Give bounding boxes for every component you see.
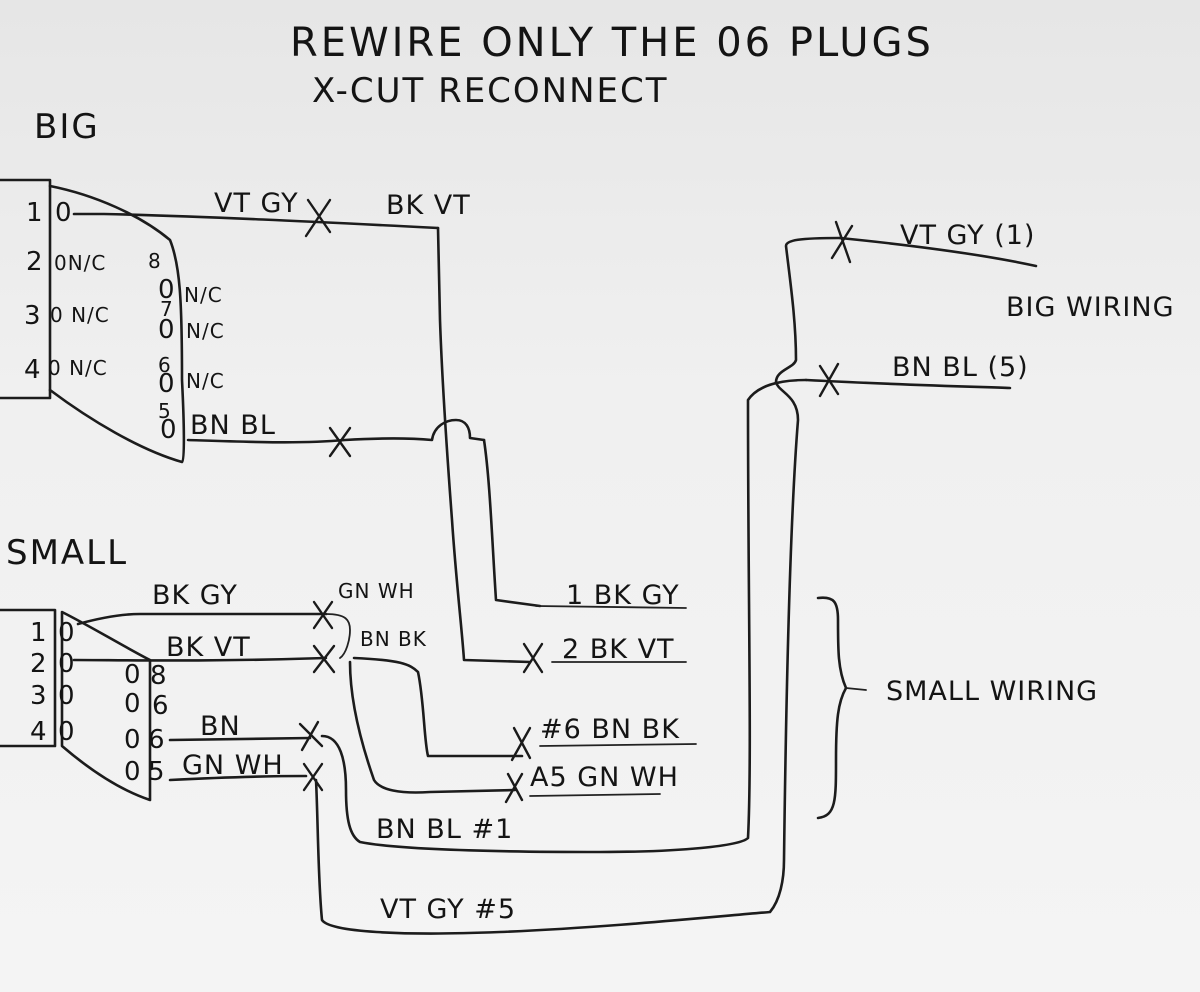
small-output-5-lead [529, 793, 661, 797]
small-pin2-wire-label: BK VT [166, 632, 251, 663]
big-wiring-output-1-label: VT GY (1) [900, 220, 1035, 251]
cut-mark-big-vtgy [304, 198, 332, 238]
small-right-pin-7-number: 6 [152, 691, 170, 721]
bnbl-run-to-1-bkgy [482, 438, 542, 608]
small-output-6-lead [539, 743, 697, 747]
cut-mark-small-output-2 [522, 642, 544, 674]
small-wiring-brace-tip [845, 687, 867, 691]
cut-mark-small-bkgy [312, 600, 334, 630]
diagram-title: REWIRE ONLY THE 06 PLUGS [290, 20, 934, 66]
small-left-pin-1-label: 0 [58, 618, 76, 648]
small-pin6-bn-wire [168, 736, 312, 742]
big-right-pin-7-number: 7 [160, 297, 174, 321]
big-left-pin-4-number: 4 [24, 355, 42, 385]
small-left-pin-4-label: 0 [58, 717, 76, 747]
small-output-2-label: 2 BK VT [562, 634, 675, 665]
small-pin1-bkgy-wire [76, 612, 328, 626]
small-left-pin-3-number: 3 [30, 681, 48, 711]
small-right-pin-8-mark: 0 [124, 660, 142, 690]
big-connector-plug-body [48, 184, 186, 464]
small-output-6-label: #6 BN BK [540, 714, 680, 745]
small-right-pin-5-number: 5 [148, 757, 166, 787]
big-right-pin-8-mark: 0 [158, 275, 176, 305]
big-right-pin-6-label: N/C [186, 369, 225, 393]
small-cut-bracket [325, 613, 351, 659]
vtgy-loop-label: VT GY #5 [380, 894, 516, 925]
big-pin5-bnbl-wire [186, 418, 486, 444]
small-pin1-cut-label: GN WH [338, 579, 415, 603]
big-right-pin-6-mark: 0 [158, 369, 176, 399]
big-right-pin-7-mark: 0 [158, 315, 176, 345]
cut-mark-small-bn [298, 720, 324, 752]
big-right-pin-5-number: 5 [158, 399, 172, 423]
big-wiring-group-label: BIG WIRING [1006, 292, 1175, 323]
small-left-pin-4-number: 4 [30, 717, 48, 747]
small-output-1-lead [535, 605, 687, 609]
big-connector-left-body [0, 178, 52, 400]
small-left-pin-1-number: 1 [30, 618, 48, 648]
big-connector-heading: BIG [34, 107, 100, 147]
bnbl-loop-label: BN BL #1 [376, 814, 513, 845]
big-right-pin-7-label: N/C [186, 319, 225, 343]
big-right-pin-5-label: BN BL [190, 410, 276, 441]
cut-mark-small-bkvt [312, 644, 336, 674]
big-left-pin-3-number: 3 [24, 301, 42, 331]
small-right-pin-8-number: 8 [150, 661, 168, 691]
big-pin1-wire-label: VT GY [214, 188, 299, 219]
bkvt-run-wire [436, 226, 532, 664]
small-pin5-wire-label: GN WH [182, 750, 284, 781]
diagram-subtitle: X-CUT RECONNECT [312, 71, 669, 111]
big-right-pin-6-number: 6 [158, 353, 172, 377]
vtgy-loop-wire [314, 236, 842, 935]
big-wiring-output-2-label: BN BL (5) [892, 352, 1029, 383]
cut-mark-small-output-5 [504, 772, 524, 804]
small-wiring-group-label: SMALL WIRING [886, 676, 1098, 707]
small-left-pin-2-label: 0 [58, 649, 76, 679]
cut-mark-big-bnbl [328, 426, 352, 458]
big-right-pin-8-number: 8 [148, 249, 162, 273]
big-left-pin-2-label: 0N/C [54, 251, 106, 275]
big-left-pin-3-label: 0 N/C [50, 303, 110, 327]
big-left-pin-4-label: 0 N/C [48, 356, 108, 380]
big-pin1-vtgy-wire [72, 212, 440, 230]
small-right-pin-6-number: 6 [148, 725, 166, 755]
small-right-pin-5-mark: 0 [124, 757, 142, 787]
gnwh-run-wire [348, 660, 517, 794]
big-left-pin-2-number: 2 [26, 247, 44, 277]
small-pin1-wire-label: BK GY [152, 580, 238, 611]
big-right-pin-5-mark: 0 [160, 415, 178, 445]
small-right-pin-7-mark: 0 [124, 689, 142, 719]
cut-mark-small-output-6 [510, 726, 532, 762]
small-wiring-brace [816, 596, 848, 820]
big-wiring-vtgy-lead [838, 236, 1038, 268]
cut-mark-big-wiring-bnbl [818, 362, 840, 398]
big-reconnect-wire-label: BK VT [386, 190, 471, 221]
small-connector-left-body [0, 608, 57, 748]
cut-mark-big-wiring-vtgy [830, 220, 854, 264]
small-right-pin-6-mark: 0 [124, 725, 142, 755]
small-pin5-gnwh-wire [168, 774, 308, 782]
small-connector-plug-body [60, 610, 152, 802]
small-left-pin-2-number: 2 [30, 649, 48, 679]
bnbl-loop-wire [320, 378, 808, 854]
small-pin6-wire-label: BN [200, 711, 241, 742]
small-connector-heading: SMALL [6, 533, 128, 573]
small-pin2-cut-label: BN BK [360, 627, 427, 651]
big-left-pin-1-number: 1 [26, 198, 44, 228]
small-output-1-label: 1 BK GY [566, 580, 680, 611]
small-pin2-bkvt-wire [72, 656, 328, 662]
big-wiring-bnbl-lead [804, 378, 1012, 390]
big-right-pin-8-label: N/C [184, 283, 223, 307]
bnbk-run-wire [352, 656, 524, 758]
small-left-pin-3-label: 0 [58, 681, 76, 711]
small-output-5-label: A5 GN WH [530, 762, 679, 793]
big-left-pin-1-label: 0 [55, 198, 73, 228]
cut-mark-small-gnwh [302, 762, 324, 792]
